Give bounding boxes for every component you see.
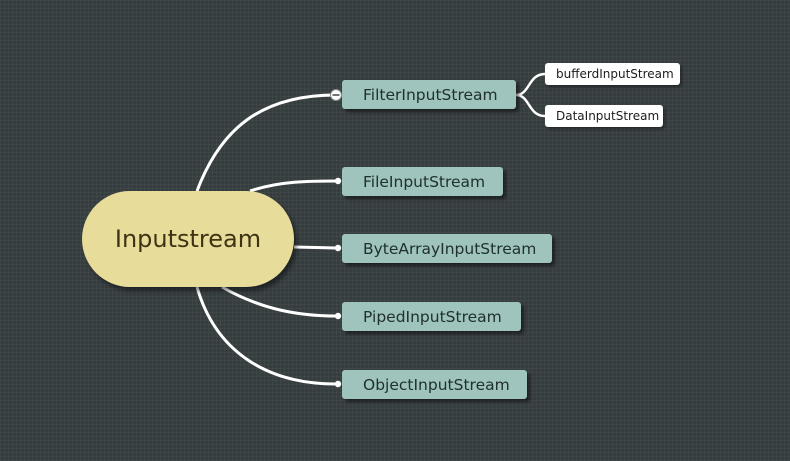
connector-piped [221,285,337,318]
leaf-node-bufferdinputstream[interactable]: bufferdInputStream [545,63,680,85]
collapse-toggle-icon[interactable] [330,89,342,101]
branch-node-fileinputstream[interactable]: FileInputStream [342,167,503,196]
branch-node-bytearrayinputstream[interactable]: ByteArrayInputStream [342,234,552,263]
root-node[interactable]: Inputstream [82,191,294,287]
leaf-node-label: DataInputStream [556,109,660,123]
branch-node-label: PipedInputStream [363,307,502,326]
connector-object [195,286,337,386]
connector-buffered [515,72,546,97]
branch-node-filterinputstream[interactable]: FilterInputStream [342,80,516,109]
connector-filter [195,93,337,192]
branch-node-label: FilterInputStream [363,85,498,104]
endpoint-dot [334,380,342,388]
branch-node-label: ObjectInputStream [363,375,510,394]
root-node-label: Inputstream [114,225,262,253]
endpoint-dot [334,244,342,252]
leaf-node-label: bufferdInputStream [556,67,674,81]
endpoint-dot [334,177,342,185]
leaf-node-datainputstream[interactable]: DataInputStream [545,105,663,127]
connector-file [249,179,337,193]
endpoint-dot [334,312,342,320]
connector-bytearray [293,245,337,250]
connector-data [515,93,546,118]
branch-node-label: ByteArrayInputStream [363,239,537,258]
branch-node-objectinputstream[interactable]: ObjectInputStream [342,370,527,399]
branch-node-pipedinputstream[interactable]: PipedInputStream [342,302,521,331]
branch-node-label: FileInputStream [363,172,486,191]
